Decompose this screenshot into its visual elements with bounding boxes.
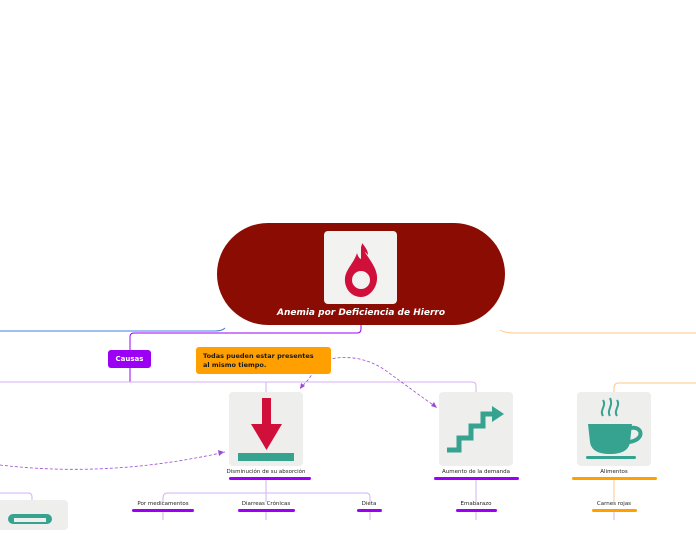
diarreas-underline [238, 509, 295, 512]
relation-note-to-demanda [317, 357, 437, 408]
demanda-underline [434, 477, 519, 480]
connector-leaf-stubs [162, 512, 615, 520]
absorcion-tile[interactable] [229, 392, 303, 466]
absorcion-underline [229, 477, 311, 480]
connector-causas-branches [0, 381, 477, 392]
diarreas-label[interactable]: Diarreas Crónicas [241, 501, 291, 507]
connector-left-blue [0, 327, 226, 332]
connector-left-partial [0, 492, 33, 502]
connector-absorcion-children [162, 480, 371, 502]
alimentos-underline [572, 477, 657, 480]
connector-causas [129, 325, 362, 350]
alimentos-tile[interactable] [577, 392, 651, 466]
note-node[interactable]: Todas pueden estar presentes al mismo ti… [196, 347, 331, 374]
demanda-label: Aumento de la demanda [442, 469, 510, 475]
causas-node[interactable]: Causas [108, 350, 151, 368]
dieta-label[interactable]: Dieta [361, 501, 377, 507]
absorcion-label: Disminución de su absorción [226, 469, 306, 475]
connector-alimentos [613, 382, 696, 392]
embarazo-label[interactable]: Emabarazo [460, 501, 492, 507]
carnes-label[interactable]: Carnes rojas [596, 501, 632, 507]
relation-arrowhead [300, 383, 305, 389]
central-icon-tile [324, 231, 397, 304]
central-title: Anemia por Deficiencia de Hierro [276, 308, 446, 318]
demanda-tile[interactable] [439, 392, 513, 466]
blood-drop-icon [344, 243, 378, 297]
connector-right-orange [499, 329, 696, 334]
dieta-underline [357, 509, 382, 512]
medicamentos-label[interactable]: Por medicamentos [137, 501, 189, 507]
stairs-up-icon [447, 406, 504, 453]
medicamentos-underline [132, 509, 194, 512]
embarazo-underline [456, 509, 497, 512]
partial-tile[interactable] [0, 500, 68, 530]
teal-object-icon [8, 514, 52, 524]
coffee-cup-icon [586, 397, 643, 459]
relation-arrowhead [218, 450, 224, 456]
mind-map-connectors [0, 325, 696, 520]
central-topic[interactable]: Anemia por Deficiencia de Hierro [217, 223, 505, 325]
carnes-underline [592, 509, 637, 512]
relation-left-to-absorcion [0, 451, 226, 470]
alimentos-label: Alimentos [600, 469, 628, 475]
arrow-down-icon [238, 398, 294, 461]
relation-arrowhead [431, 402, 437, 408]
